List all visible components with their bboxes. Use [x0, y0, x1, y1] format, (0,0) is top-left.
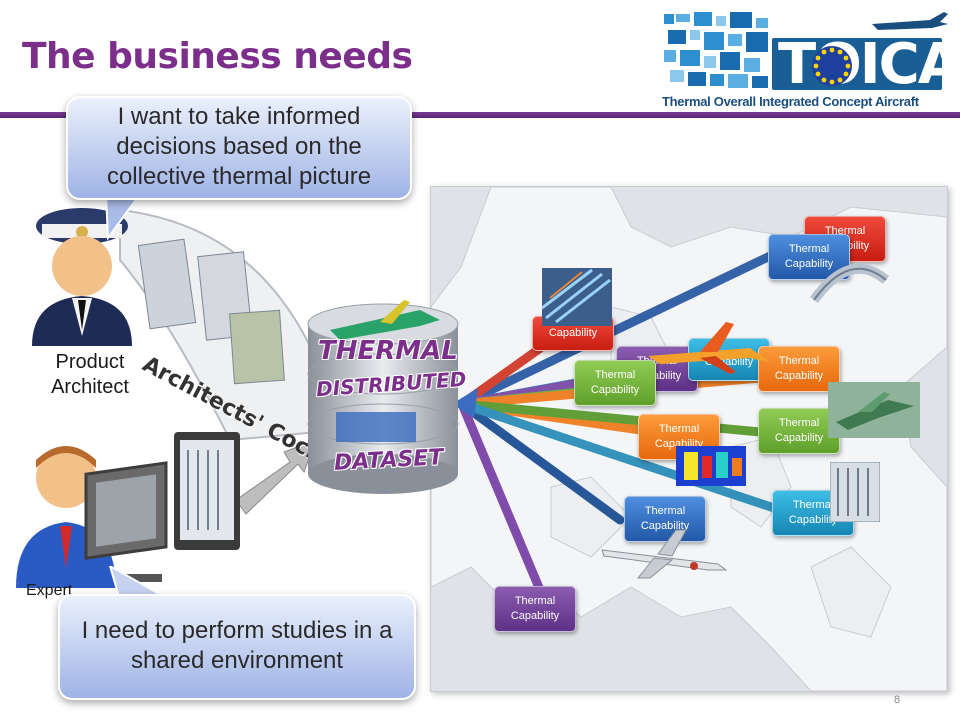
role-line2: Architect: [51, 376, 129, 398]
logo-subtitle: Thermal Overall Integrated Concept Aircr…: [662, 94, 919, 109]
expert-avatar: [16, 446, 168, 588]
capability-line1: Thermal: [644, 505, 686, 517]
arrow-to-blue-top: [457, 251, 775, 409]
logo-mosaic: [660, 10, 780, 90]
page-number: 8: [894, 694, 901, 706]
capability-line1: Thermal: [792, 499, 834, 511]
expert-speech-callout: I need to perform studies in a shared en…: [58, 594, 416, 700]
architect-speech-callout: I want to take informed decisions based …: [66, 96, 412, 200]
arrow-to-blue-low: [457, 399, 625, 525]
expert-screen-image: [174, 432, 240, 550]
heat-exchanger-image: [542, 268, 612, 326]
capability-line2: Capability: [548, 327, 598, 339]
role-line1: Product: [55, 351, 125, 373]
capability-line2: Capability: [774, 370, 824, 382]
expert-label: Expert: [26, 582, 73, 599]
capability-line2: Capability: [590, 384, 640, 396]
thermal-map-image: [676, 446, 746, 486]
capability-line2: Capability: [640, 520, 690, 532]
capability-line2: Capability: [510, 610, 560, 622]
capability-line1: Thermal: [778, 355, 820, 367]
slide-title: The business needs: [22, 36, 413, 77]
callout-top-tail: [104, 194, 142, 241]
airliner-image: [601, 529, 728, 579]
capability-line1: Thermal: [658, 423, 700, 435]
arrowhead-cluster: [452, 388, 478, 418]
airplane-silhouette-icon: [872, 12, 948, 30]
capability-line1: Thermal: [514, 595, 556, 607]
product-architect-avatar: [32, 208, 132, 346]
logo-wordmark-bg: [772, 38, 942, 90]
toica-logo: TOICA Thermal Overall Integrated Concept…: [660, 10, 960, 110]
callout-bottom-tail: [108, 566, 173, 600]
arrow-to-cyan-low: [457, 399, 785, 515]
dataset-label-thermal: THERMAL: [318, 336, 458, 366]
architects-cockpit-dome: [119, 208, 342, 442]
capability-line1: Thermal: [778, 417, 820, 429]
arrow-to-purple-bottom: [457, 399, 545, 595]
capability-line2: Capability: [774, 432, 824, 444]
capability-line1: Thermal: [594, 369, 636, 381]
wing-cfd-image: [828, 382, 920, 438]
capability-line2: Capability: [784, 258, 834, 270]
eu-stars-icon: [812, 46, 852, 86]
logo-wordmark: TOICA: [778, 32, 960, 97]
fuselage-section-image: [810, 263, 890, 303]
capability-line1: Thermal: [788, 243, 830, 255]
title-divider: [0, 112, 960, 118]
thermal-aircraft-image: [648, 322, 770, 374]
thermal-dataset-cylinder: [307, 300, 459, 494]
cabin-rack-image: [830, 462, 880, 522]
product-architect-label: Product Architect: [40, 350, 140, 400]
capability-line2: Capability: [788, 514, 838, 526]
